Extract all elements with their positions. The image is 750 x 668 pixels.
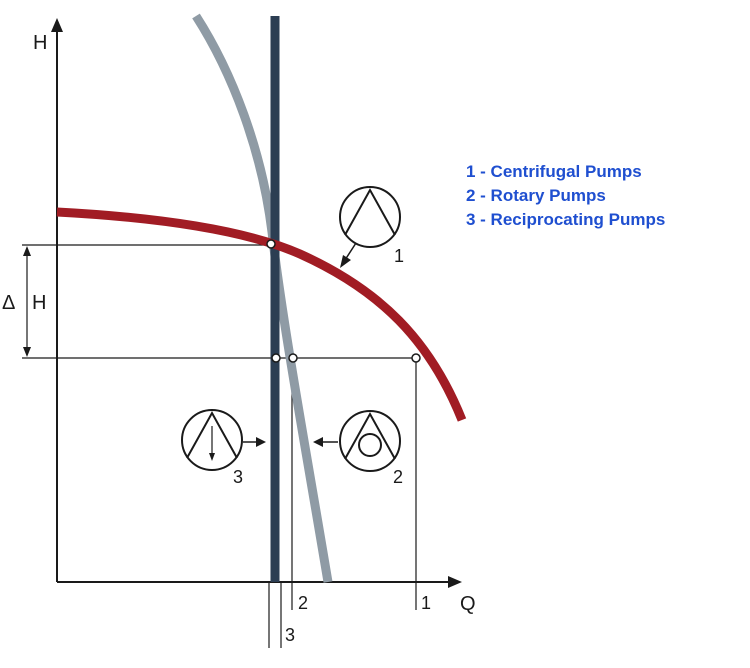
x-marker-2: 2 (298, 593, 308, 613)
legend-item-centrifugal: 1 - Centrifugal Pumps (466, 162, 642, 181)
legend-item-reciprocating: 3 - Reciprocating Pumps (466, 210, 666, 229)
operating-points (266, 239, 421, 363)
centrifugal-pump-curve (56, 207, 467, 422)
x-marker-1: 1 (421, 593, 431, 613)
delta-h-dimension (23, 246, 31, 357)
legend-item-rotary: 2 - Rotary Pumps (466, 186, 606, 205)
reference-lines (22, 244, 417, 648)
centrifugal-pump-icon (339, 186, 401, 268)
delta-symbol: Δ (2, 292, 15, 314)
pump-symbol-3-number: 3 (233, 467, 243, 487)
operating-point-3 (271, 353, 281, 363)
x-axis-arrow (448, 576, 462, 588)
y-axis-label: H (33, 32, 47, 54)
pump-symbol-1-number: 1 (394, 246, 404, 266)
x-axis-label: Q (460, 593, 476, 615)
rotary-pump-curve (192, 13, 333, 583)
operating-point-1 (411, 353, 421, 363)
legend: 1 - Centrifugal Pumps 2 - Rotary Pumps 3… (466, 160, 665, 232)
operating-point-upper (266, 239, 276, 249)
delta-h-label: H (32, 292, 46, 314)
axes (51, 18, 462, 588)
operating-point-2 (288, 353, 298, 363)
reciprocating-pump-icon (181, 409, 266, 471)
rotary-pump-icon (313, 410, 401, 472)
pump-symbol-2-number: 2 (393, 467, 403, 487)
x-marker-3: 3 (285, 625, 295, 645)
y-axis-arrow (51, 18, 63, 32)
